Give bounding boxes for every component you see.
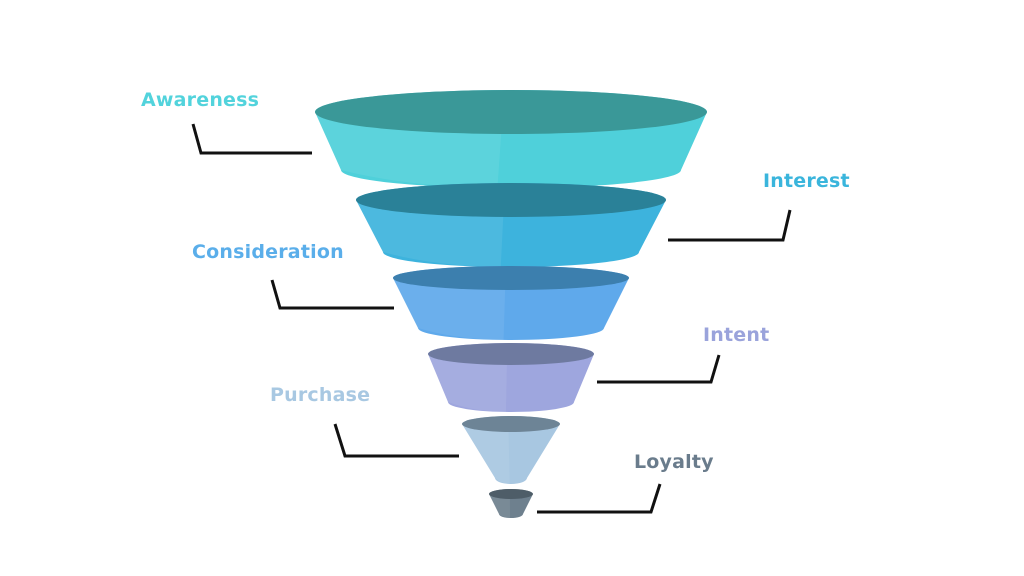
layer-highlight bbox=[393, 278, 506, 340]
layer-top bbox=[315, 90, 707, 134]
stage-label-awareness: Awareness bbox=[141, 89, 260, 111]
layer-body bbox=[462, 416, 560, 484]
connector-awareness bbox=[191, 123, 312, 155]
layer-highlight bbox=[428, 354, 507, 412]
layer-top bbox=[393, 266, 629, 290]
layer-top bbox=[428, 343, 594, 365]
layer-highlight bbox=[489, 494, 511, 518]
stage-label-consideration: Consideration bbox=[192, 241, 344, 263]
funnel-layer-interest bbox=[356, 183, 666, 267]
stage-label-interest: Interest bbox=[763, 170, 850, 192]
stage-label-intent: Intent bbox=[703, 324, 770, 346]
funnel-layer-intent bbox=[428, 343, 594, 412]
connector-purchase bbox=[333, 423, 459, 458]
funnel-layer-awareness bbox=[315, 90, 707, 188]
funnel-layer-purchase bbox=[462, 416, 560, 484]
funnel-layer-loyalty bbox=[489, 489, 533, 518]
connector-interest bbox=[668, 209, 792, 242]
connector-intent bbox=[597, 354, 721, 384]
layer-top bbox=[462, 416, 560, 432]
stage-label-loyalty: Loyalty bbox=[634, 451, 714, 473]
layer-highlight bbox=[356, 200, 504, 267]
layer-top bbox=[356, 183, 666, 217]
stage-label-purchase: Purchase bbox=[270, 384, 371, 406]
connector-consideration bbox=[270, 279, 394, 310]
connector-lines bbox=[191, 123, 792, 514]
funnel-layers bbox=[315, 90, 707, 518]
layer-highlight bbox=[462, 424, 510, 484]
connector-loyalty bbox=[537, 483, 662, 514]
layer-highlight bbox=[315, 112, 502, 188]
layer-top bbox=[489, 489, 533, 499]
funnel-layer-consideration bbox=[393, 266, 629, 340]
